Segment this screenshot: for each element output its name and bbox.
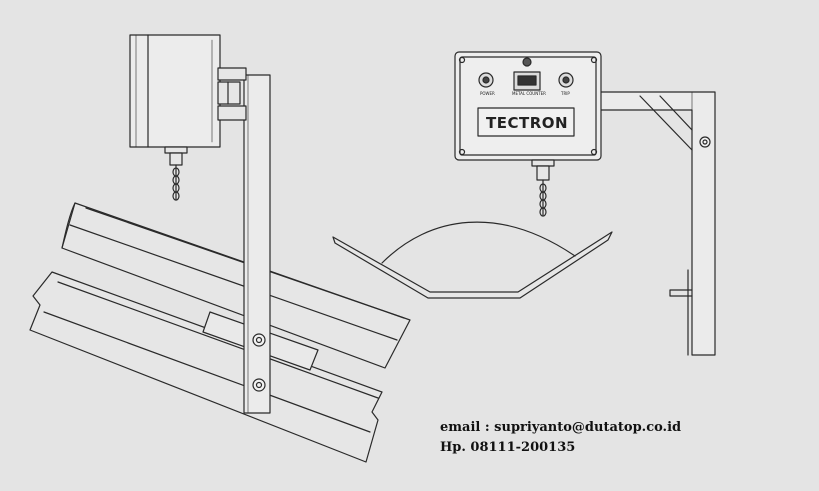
- metal-counter-display-icon: [513, 71, 541, 91]
- contact-phone: Hp. 08111-200135: [440, 440, 576, 455]
- contact-email: email : supriyanto@dutatop.co.id: [440, 420, 682, 435]
- tectron-control-box: POWER METAL COUNTER TRIP TECTRON: [454, 51, 602, 217]
- metal-counter-label: METAL COUNTER: [512, 91, 546, 96]
- left-detector-housing: [129, 34, 247, 201]
- trip-label: TRIP: [560, 91, 570, 96]
- trip-knob-icon: [558, 72, 574, 88]
- brand-name: TECTRON: [486, 114, 568, 132]
- right-wall-bracket: [589, 91, 716, 356]
- inclined-conveyor-belt: [29, 202, 411, 463]
- power-knob-icon: [478, 72, 494, 88]
- left-vertical-bracket: [243, 74, 271, 414]
- troughed-conveyor-belt: [332, 221, 613, 299]
- power-label: POWER: [480, 91, 495, 96]
